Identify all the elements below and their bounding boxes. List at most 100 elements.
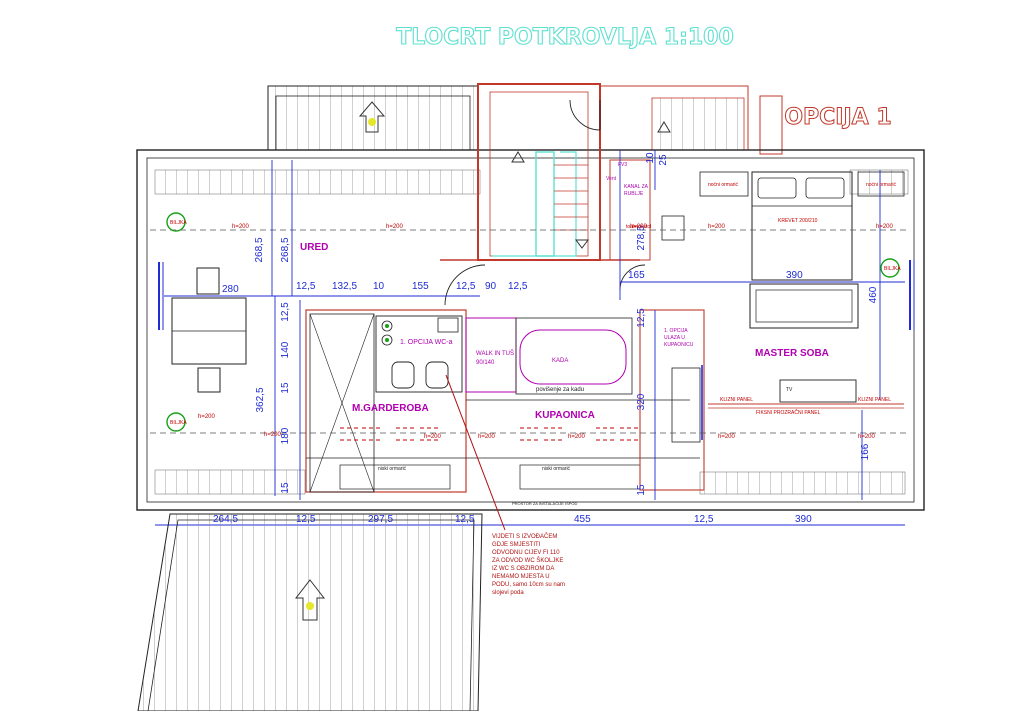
dim-460: 460 [868,286,879,303]
label-opcija-ulaz: 1. OPCIJA [664,328,688,334]
dim-268-5-a: 268,5 [254,237,265,262]
dim-12-5-b1: 12,5 [296,514,316,525]
plants [166,212,900,432]
dim-268-5-b: 268,5 [280,237,291,262]
plant-label: BILJKA [170,420,187,426]
dim-12-5-b2: 12,5 [455,514,475,525]
dim-12-5-a: 12,5 [296,281,316,292]
top-right-stair [599,85,783,155]
dim-25-v: 25 [658,154,669,166]
height-label: h=200 [198,414,216,420]
up-arrow-icon [358,101,386,133]
dim-297-5: 297,5 [368,514,393,525]
height-label: h=200 [718,434,736,440]
label-toaletni-stol: toaletni stol [626,224,651,230]
office-furniture [171,267,247,393]
label-tv: TV [786,387,793,393]
label-fv: FV3 [618,162,627,168]
height-label: h=200 [264,432,282,438]
dim-10-v: 10 [645,152,656,164]
dim-278-5: 278,5 [636,225,647,250]
dim-180: 180 [280,427,291,444]
dim-320: 320 [636,393,647,410]
stairwell [477,83,601,261]
height-label: h=200 [424,434,442,440]
wardrobe-bath-walls [305,309,705,493]
dim-166: 166 [860,443,871,460]
stair-arrow-icon [657,121,671,133]
dim-155: 155 [412,281,429,292]
note-line: NEMAMO MJESTA U [492,574,550,580]
dim-12-5-b3: 12,5 [694,514,714,525]
plant-icon [880,258,900,278]
label-niski-ormaric: niski ormarić [542,466,571,472]
room-label-garderoba: M.GARDEROBA [352,403,429,414]
room-label-ured: URED [300,242,328,253]
dim-12-5-b: 12,5 [456,281,476,292]
label-kanal: KANAL ZA [624,184,649,190]
height-label: h=200 [630,224,648,230]
room-label-kupaonica: KUPAONICA [535,410,595,421]
label-klizni-panel: KLIZNI PANEL [858,397,891,403]
note-line: VIJDETI S IZVOĐAČEM [492,533,557,540]
label-vent: Vent [606,176,617,182]
dim-90: 90 [485,281,497,292]
dim-15-v1: 15 [280,382,291,394]
dim-455: 455 [574,514,591,525]
dim-165: 165 [628,270,645,281]
label-povisenje: povišenje za kadu [536,387,584,393]
label-klizni-panel: KLIZNI PANEL [720,397,753,403]
option-label: OPCIJA 1 [784,105,891,130]
room-label-master: MASTER SOBA [755,348,829,359]
drawing-title: TLOCRT POTKROVLJA 1:100 [396,25,734,50]
label-opcija-wc: 1. OPCIJA WC-a [400,339,453,346]
hallway [440,159,651,306]
label-walk-in-1: WALK IN TUŠ [476,350,514,357]
label-fiksni-panel: FIKSNI PROZRAČNI PANEL [756,409,821,416]
note-line: ZA ODVOD WC ŠKOLJKE [492,557,563,564]
building-outline [136,149,925,511]
label-nocni-ormaric: noćni ormarić [866,182,897,188]
label-nocni-ormaric: noćni ormarić [708,182,739,188]
height-label: h=200 [858,434,876,440]
note-line: slojevi poda [492,590,524,596]
stair-down-arrow-icon [575,239,589,249]
height-label: h=200 [568,434,586,440]
label-kanal: RUBLJE [624,191,644,197]
contractor-note: VIJDETI S IZVOĐAČEM GDJE SMJESTITI ODVOD… [492,533,565,596]
height-label: h=200 [232,224,250,230]
label-krevet: KREVET 200/210 [778,218,818,224]
note-line: GDJE SMJESTITI [492,542,541,548]
dim-390-top: 390 [786,270,803,281]
wc-valve-icon [385,324,389,328]
dim-15-v3: 15 [636,484,647,496]
label-kada: KADA [552,358,568,364]
label-opcija-ulaz: KUPAONICU [664,342,694,348]
dim-12-5-v2: 12,5 [636,308,647,328]
master-furniture [661,171,905,409]
dim-10: 10 [373,281,385,292]
dim-390-bottom: 390 [795,514,812,525]
label-prostor-instalacije: PROSTOR ZA INSTALACIJE ISPOD [512,501,578,506]
dim-12-5-c: 12,5 [508,281,528,292]
plant-label: BILJKA [170,220,187,226]
plant-icon [166,212,186,232]
height-label: h=200 [708,224,726,230]
top-terrace [267,85,479,151]
height-label: h=200 [876,224,894,230]
dim-15-v2: 15 [280,482,291,494]
note-line: PODU, samo 10cm su nam [492,582,565,588]
dim-140: 140 [280,341,291,358]
note-line: IZ WC S OBZIROM DA [492,566,554,572]
dim-132-5: 132,5 [332,281,357,292]
label-niski-ormaric: niski ormarić [378,466,407,472]
dim-280: 280 [222,284,239,295]
dim-12-5-v1: 12,5 [280,302,291,322]
height-label: h=200 [386,224,404,230]
note-line: ODVODNU CIJEV FI 110 [492,550,560,556]
dim-362-5: 362,5 [255,387,266,412]
terrace-up-arrow-icon [294,579,326,621]
plant-label: BILJKA [884,266,901,272]
label-opcija-ulaz: ULAZA U [664,335,685,341]
